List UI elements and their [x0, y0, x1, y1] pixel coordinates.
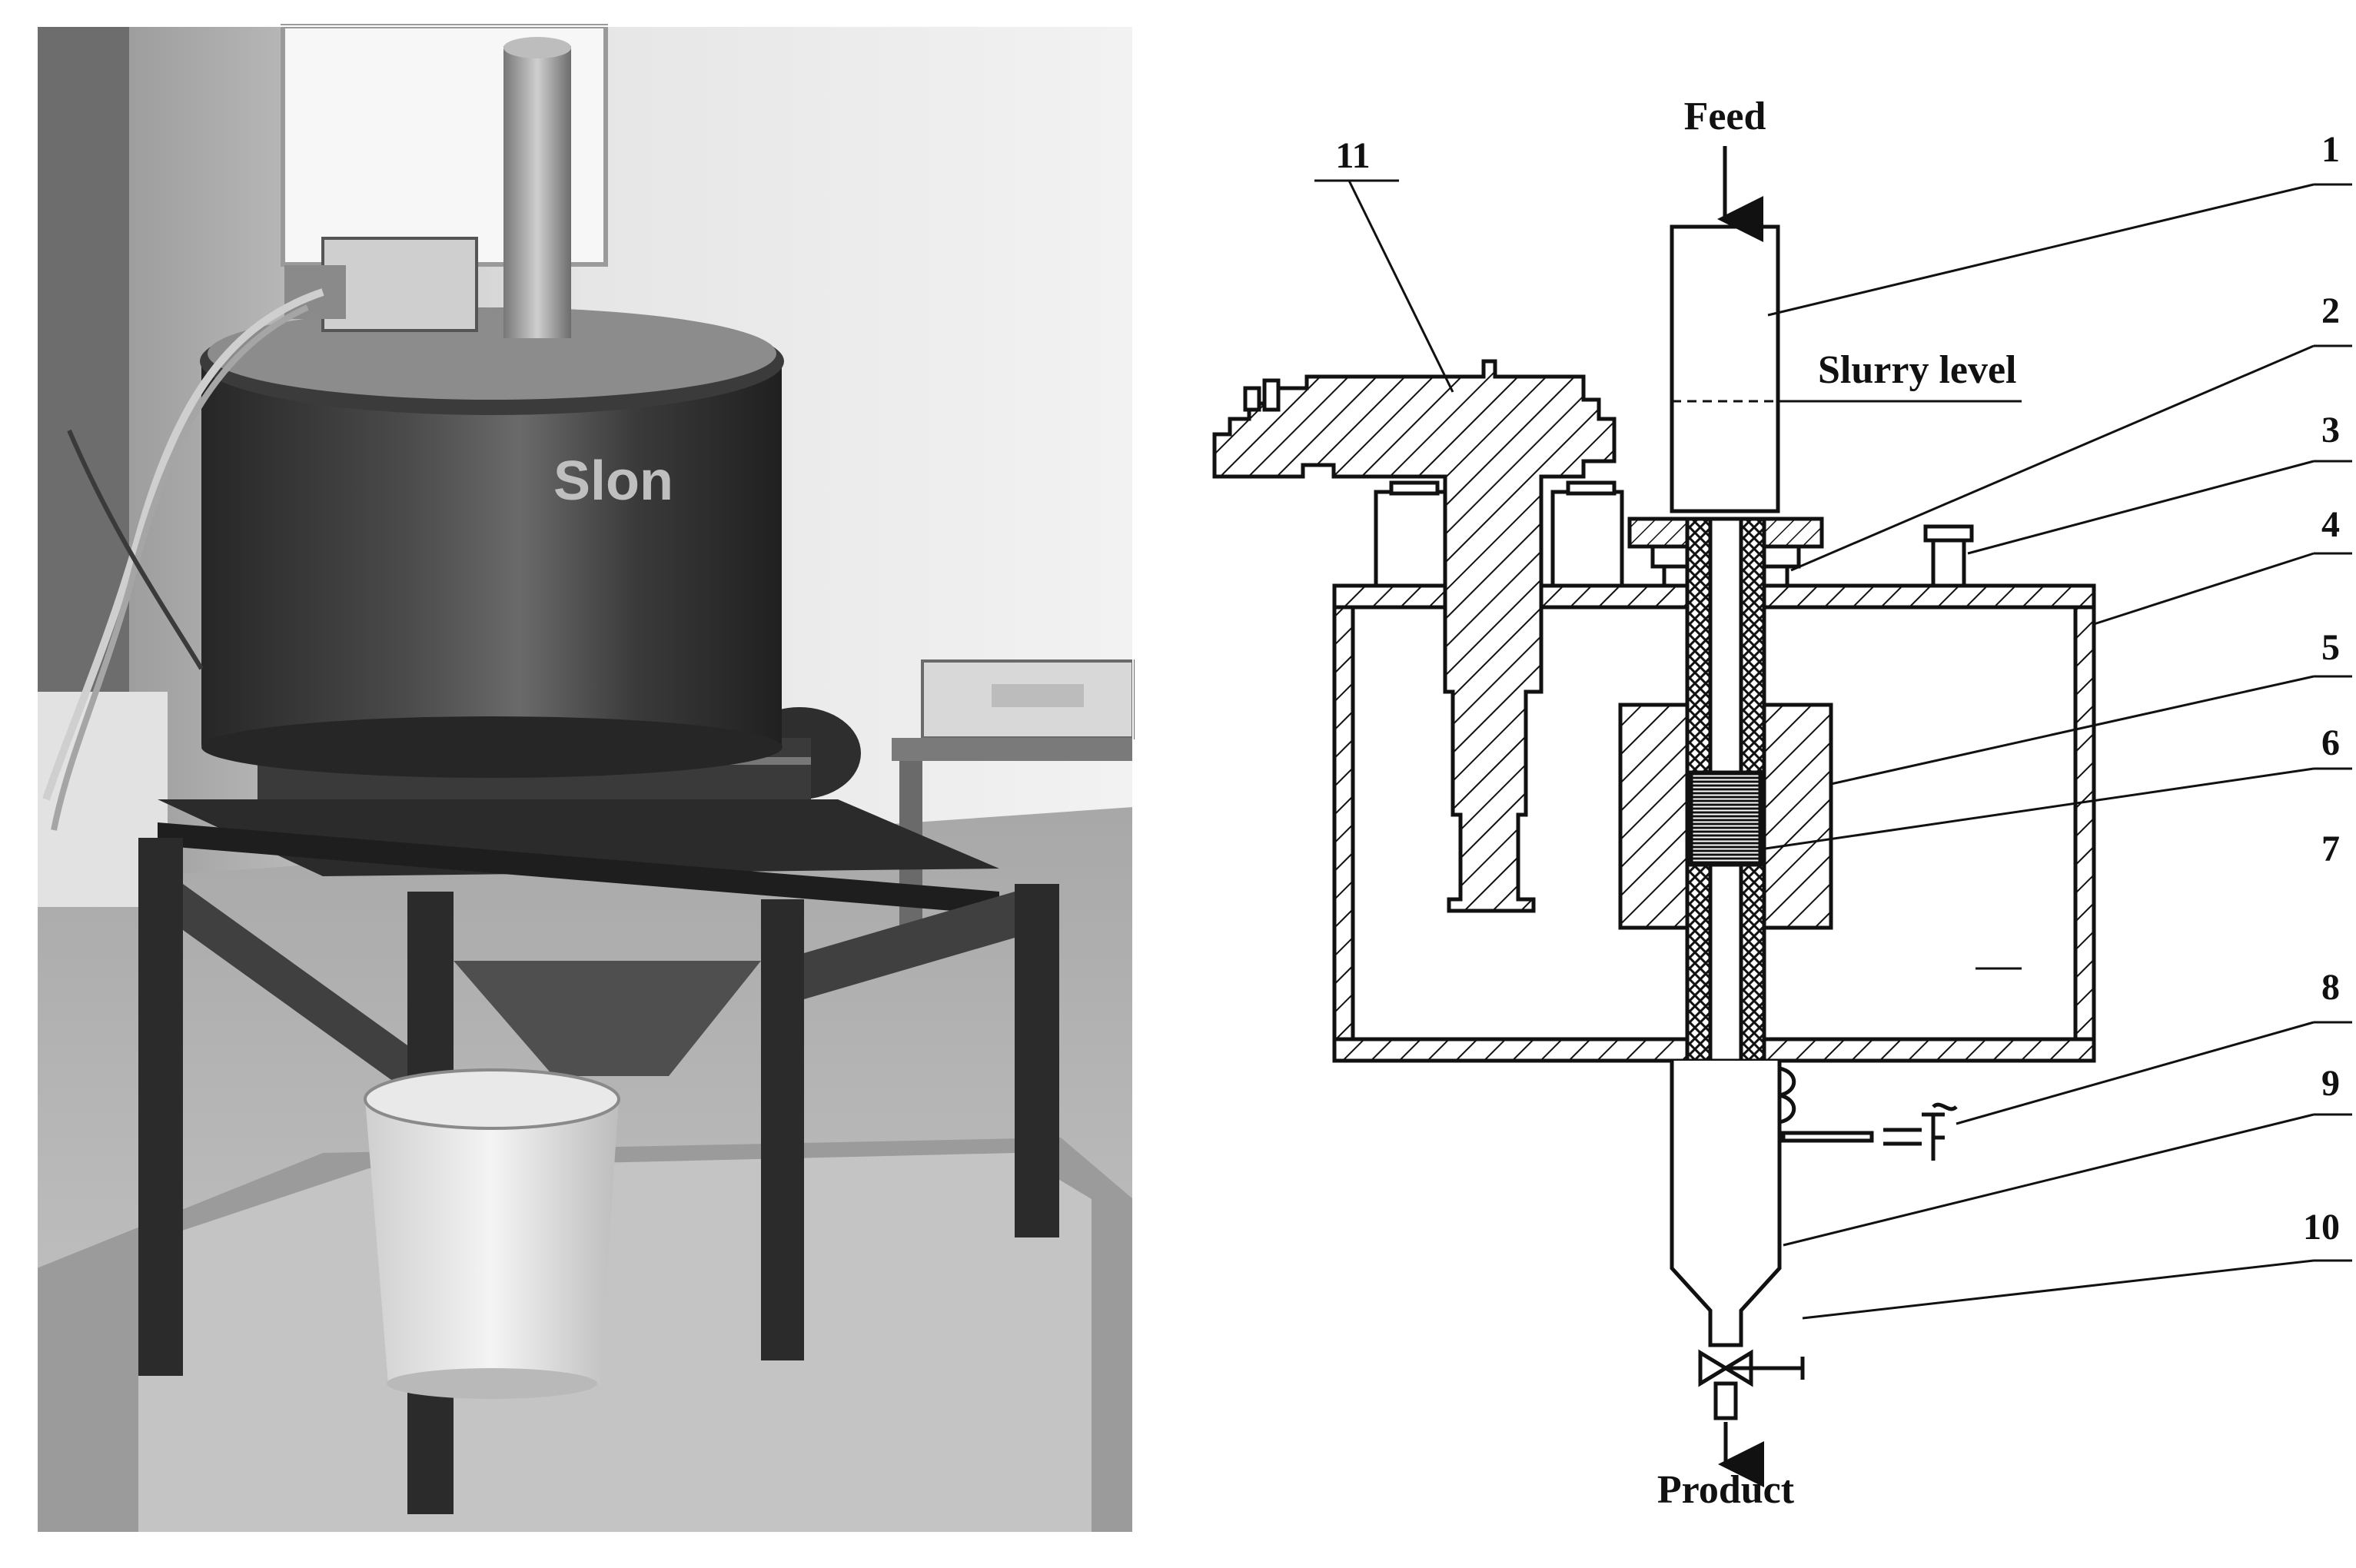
part-number-2: 2 — [2321, 291, 2340, 331]
part-number-9: 9 — [2321, 1063, 2340, 1104]
support-left — [1374, 490, 1447, 588]
part-number-4: 4 — [2321, 504, 2340, 545]
feed-pipe — [503, 46, 571, 338]
part-number-10: 10 — [2303, 1207, 2340, 1247]
support-right — [1550, 490, 1624, 588]
water-inlet — [1781, 1131, 1874, 1143]
part-number-labels: 1 2 3 4 5 6 7 8 9 10 11 — [1335, 129, 2340, 1247]
part-number-1: 1 — [2321, 129, 2340, 170]
pulsation-mechanism — [1212, 359, 1617, 913]
feed-tube — [1670, 224, 1780, 513]
photo-frame: Slon — [37, 24, 1135, 1533]
part-number-8: 8 — [2321, 967, 2340, 1008]
slurry-level-label: Slurry level — [1818, 348, 2017, 392]
product-chamber — [1670, 1061, 1782, 1347]
cable — [42, 288, 324, 801]
brand-logo: Slon — [553, 450, 673, 512]
magnet-coil-left — [1618, 703, 1690, 930]
feed-label: Feed — [1684, 95, 1766, 138]
matrix — [1689, 770, 1763, 867]
part-number-7: 7 — [2321, 829, 2340, 869]
magnet-drum — [200, 307, 784, 778]
leader-lines — [1314, 179, 2352, 1320]
vent-pipe — [1931, 532, 1966, 588]
product-label: Product — [1657, 1468, 1795, 1512]
magnet-coil-right — [1762, 703, 1833, 930]
part-number-6: 6 — [2321, 723, 2340, 763]
part-number-3: 3 — [2321, 410, 2340, 450]
part-number-11: 11 — [1335, 135, 1370, 176]
collection-bucket — [364, 1068, 620, 1399]
part-number-5: 5 — [2321, 627, 2340, 668]
